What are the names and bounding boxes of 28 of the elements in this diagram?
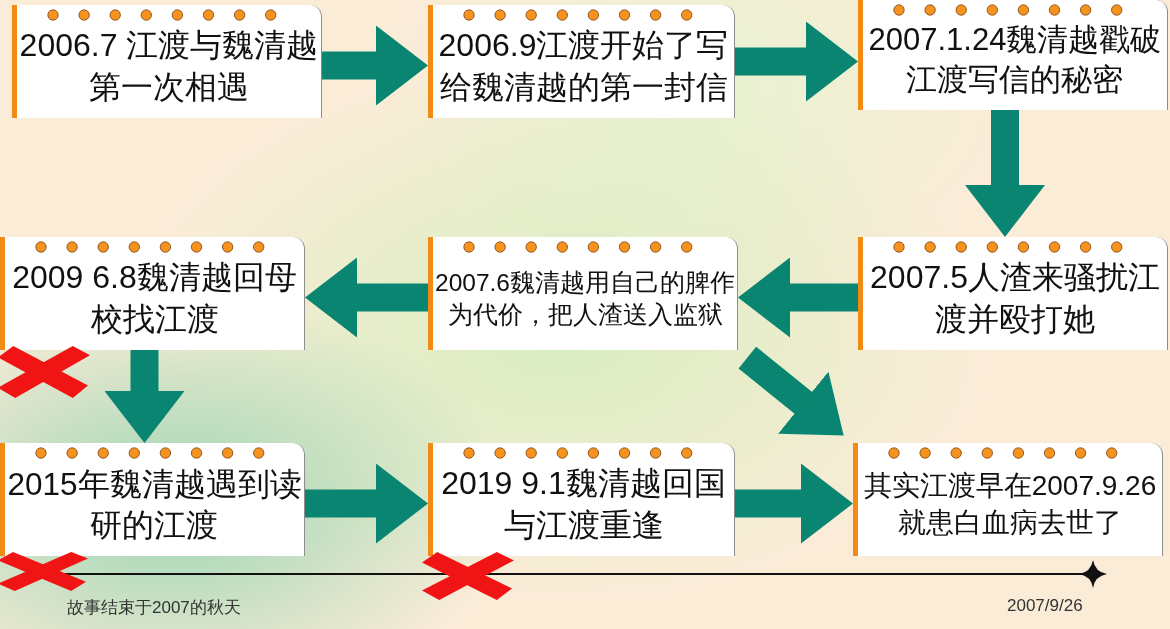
arrow	[322, 25, 428, 106]
note-card	[428, 5, 735, 118]
note-card	[858, 237, 1168, 350]
arrow	[305, 257, 428, 338]
arrow	[965, 110, 1045, 237]
date-text: 2007/9/26	[1007, 596, 1083, 616]
arrow	[735, 463, 853, 544]
arrow	[735, 21, 858, 102]
note-card	[853, 443, 1163, 556]
event-text: 2015年魏清越遇到读研的江渡	[7, 464, 302, 545]
note-card	[0, 443, 305, 556]
note-card	[428, 237, 738, 350]
note-card	[0, 237, 305, 350]
event-text: 2006.9江渡开始了写给魏清越的第一封信	[438, 25, 729, 107]
note-card	[858, 0, 1168, 110]
event-text: 其实江渡早在2007.9.26就患白血病去世了	[863, 469, 1157, 540]
event-text: 2006.7 江渡与魏清越第一次相遇	[19, 25, 319, 107]
event-text: 2007.5人渣来骚扰江渡并殴打她	[870, 257, 1160, 339]
event-text: 2007.1.24魏清越戳破江渡写信的秘密	[868, 20, 1162, 99]
arrow	[305, 463, 428, 544]
note-card	[428, 443, 735, 556]
arrow	[738, 257, 858, 338]
note-card	[12, 5, 322, 118]
note-text: 故事结束于2007的秋天	[67, 597, 241, 619]
event-text: 2009 6.8魏清越回母校找江渡	[12, 257, 297, 339]
event-text: 2019 9.1魏清越回国与江渡重逢	[441, 463, 726, 545]
arrow	[104, 350, 185, 443]
event-text: 2007.6魏清越用自己的脾作为代价，把人渣送入监狱	[435, 267, 735, 330]
